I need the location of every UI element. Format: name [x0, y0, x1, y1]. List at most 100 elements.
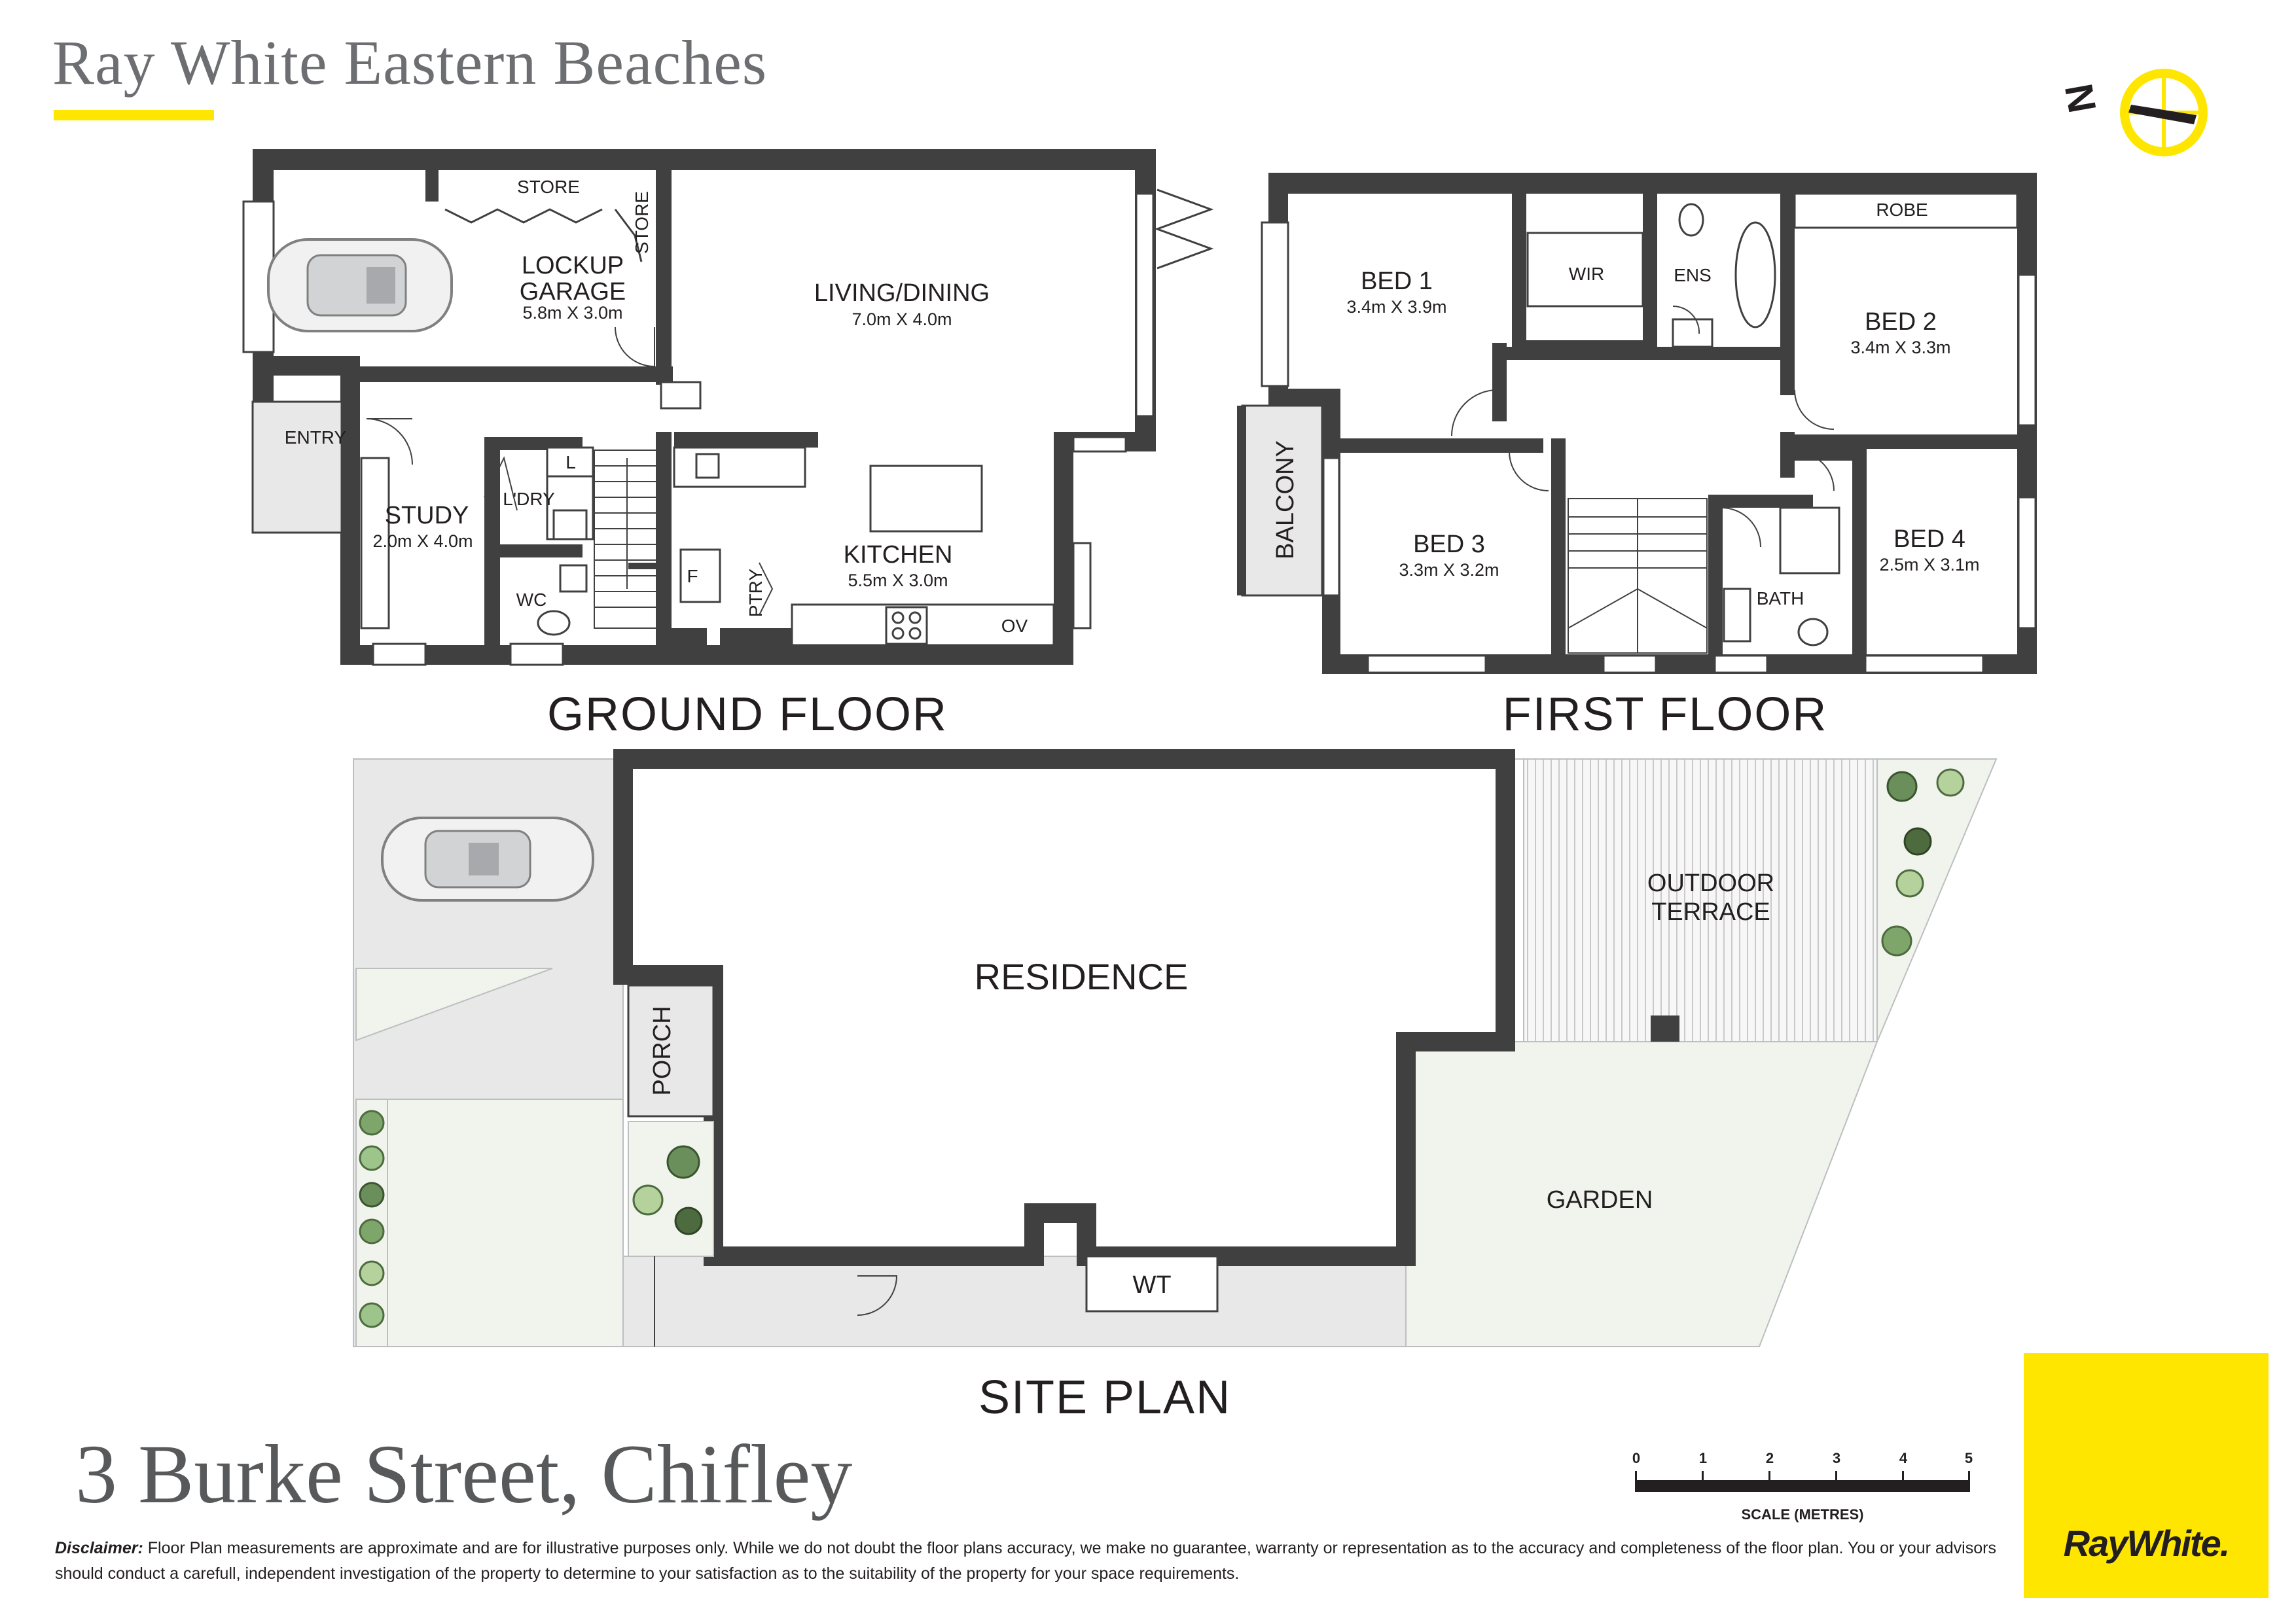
property-address: 3 Burke Street, Chifley	[75, 1428, 853, 1521]
first-floor-title: FIRST FLOOR	[1503, 688, 1828, 741]
sink-icon	[695, 453, 720, 479]
disclaimer-text: Floor Plan measurements are approximate …	[55, 1539, 1996, 1583]
ground-floor-doors	[366, 327, 774, 616]
bed3-label: BED 3	[1413, 531, 1485, 558]
first-floor-stairs	[1568, 498, 1708, 654]
fridge-label: F	[687, 566, 698, 586]
residence-outline	[613, 749, 1515, 1266]
shrub-icons	[359, 768, 1965, 1328]
garage-label-2: GARAGE	[520, 278, 626, 306]
bed4-label: BED 4	[1893, 525, 1965, 553]
site-car-icon	[381, 817, 594, 902]
compass: N	[2056, 69, 2208, 156]
kitchen-dims: 5.5m X 3.0m	[848, 571, 948, 590]
study-dims: 2.0m X 4.0m	[372, 531, 473, 551]
side-path	[622, 1256, 1407, 1347]
robe-joinery	[1526, 192, 2018, 308]
compass-north-label: N	[2056, 80, 2105, 116]
scale-tick-label: 3	[1833, 1450, 1840, 1466]
robe-label: ROBE	[1876, 200, 1928, 220]
pantry-label: PTRY	[745, 569, 766, 617]
scale-tick-label: 2	[1766, 1450, 1774, 1466]
garage-label: LOCKUP	[522, 252, 624, 279]
scale-tick-label: 4	[1899, 1450, 1908, 1466]
terrace-post	[1651, 1015, 1679, 1042]
study-label: STUDY	[385, 502, 469, 529]
store-label: STORE	[517, 177, 580, 197]
bed1-dims: 3.4m X 3.9m	[1346, 297, 1446, 317]
water-tank	[1085, 1255, 1219, 1313]
scale-caption: SCALE (METRES)	[1742, 1506, 1864, 1523]
first-floor-windows	[1261, 221, 2037, 674]
disclaimer: Disclaimer: Floor Plan measurements are …	[55, 1536, 2012, 1587]
shower-icon	[1779, 506, 1840, 574]
side-garden-strip	[1876, 758, 1998, 1042]
ground-floor-title: GROUND FLOOR	[547, 688, 948, 741]
shrub-icon	[666, 1145, 700, 1179]
bed4-dims: 2.5m X 3.1m	[1879, 555, 1979, 574]
bifold-doors	[1154, 188, 1214, 270]
shrub-icon	[359, 1260, 385, 1286]
shrub-icon	[1881, 925, 1912, 957]
balcony-area	[1241, 404, 1323, 597]
kitchen-joinery	[673, 446, 1055, 646]
scale-bar: 0 1 2 3 4 5 SCALE (METRES)	[1632, 1450, 1973, 1523]
bed2-label: BED 2	[1865, 308, 1937, 336]
shrub-icon	[632, 1184, 664, 1216]
outdoor-terrace	[1505, 758, 1878, 1042]
site-gates	[654, 890, 1506, 1347]
front-garden	[355, 1099, 624, 1347]
residence-label: RESIDENCE	[975, 956, 1189, 997]
ens-label: ENS	[1674, 265, 1712, 285]
kitchen-island	[869, 465, 983, 533]
first-floor-plan: BED 1 3.4m X 3.9m WIR ENS ROBE BED 2 3.4…	[1237, 173, 2037, 741]
shrub-icon	[359, 1302, 385, 1328]
bed3-dims: 3.3m X 3.2m	[1399, 560, 1499, 580]
first-floor-doors	[1451, 305, 1835, 548]
raywhite-logo-text: RayWhite.	[2063, 1523, 2231, 1564]
bathtub-icon	[1734, 221, 1776, 328]
bathroom-fixtures	[1723, 506, 1840, 646]
scale-tick-label: 0	[1632, 1450, 1640, 1466]
store-side-label: STORE	[632, 191, 652, 254]
entry-area	[251, 400, 343, 534]
porch-area	[627, 984, 715, 1118]
cooktop-icon	[885, 606, 928, 645]
living-dining-label: LIVING/DINING	[814, 279, 990, 307]
laundry-l-label: L	[565, 452, 576, 472]
shrub-icon	[1903, 827, 1932, 856]
ground-floor-stairs	[594, 450, 660, 629]
raywhite-logo: RayWhite.	[2024, 1353, 2269, 1598]
ens-toilet-icon	[1678, 203, 1704, 237]
shrub-icon	[359, 1218, 385, 1244]
disclaimer-label: Disclaimer:	[55, 1539, 143, 1557]
compass-needle	[2128, 105, 2197, 124]
outdoor-terrace-label: OUTDOOR	[1647, 870, 1774, 897]
garage-car-icon	[267, 238, 453, 332]
brand-underline	[54, 110, 214, 120]
laundry-wc-fixtures	[537, 446, 594, 636]
balcony-label: BALCONY	[1272, 440, 1299, 559]
shrub-icon	[674, 1207, 703, 1235]
wc-label: WC	[516, 590, 547, 610]
shrub-icon	[359, 1145, 385, 1171]
bed1-label: BED 1	[1361, 268, 1433, 295]
oven-label: OV	[1001, 616, 1028, 636]
porch-label: PORCH	[649, 1006, 676, 1095]
ground-floor-plan: STORE STORE LOCKUP GARAGE 5.8m X 3.0m LI…	[242, 149, 1214, 741]
bath-label: BATH	[1757, 588, 1804, 609]
garden-label: GARDEN	[1547, 1186, 1653, 1214]
ensuite-fixtures	[1672, 203, 1776, 348]
outdoor-terrace-label-2: TERRACE	[1651, 898, 1770, 926]
shrub-icon	[1895, 869, 1924, 898]
water-tank-label: WT	[1132, 1271, 1171, 1299]
site-plan: OUTDOOR TERRACE RESIDENCE PORCH GARDEN W…	[353, 749, 1998, 1424]
kitchen-label: KITCHEN	[844, 541, 953, 569]
bath-toilet-icon	[1797, 618, 1829, 646]
shrub-icon	[359, 1110, 385, 1136]
shrub-icon	[1886, 771, 1918, 802]
store-doors	[444, 208, 643, 262]
entry-label: ENTRY	[285, 427, 347, 448]
wir-label: WIR	[1569, 264, 1604, 284]
